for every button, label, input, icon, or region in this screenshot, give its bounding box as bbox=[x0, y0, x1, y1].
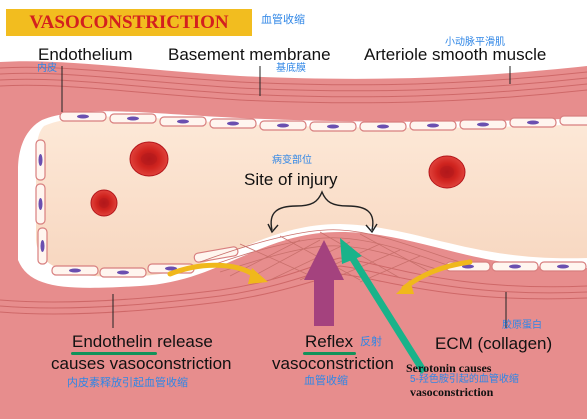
title-banner: VASOCONSTRICTION bbox=[6, 9, 252, 36]
label-endothelin-line1: Endothelin release bbox=[72, 333, 213, 350]
title-cn: 血管收缩 bbox=[261, 14, 305, 26]
label-reflex-line2: vasoconstriction bbox=[272, 354, 394, 373]
vessel-wall-bottom bbox=[0, 232, 587, 419]
endothelin-underline bbox=[71, 352, 157, 355]
smooth-muscle-top bbox=[0, 66, 587, 104]
endothelin-arrowhead-right bbox=[396, 280, 414, 294]
endothelin-arrow-left bbox=[167, 262, 259, 279]
label-arteriole-cn: 小动脉平滑肌 bbox=[445, 37, 505, 48]
label-endothelium: Endothelium bbox=[38, 45, 133, 64]
label-endothelin-cn: 内皮素释放引起血管收缩 bbox=[67, 377, 188, 389]
label-reflex: Reflex bbox=[305, 332, 354, 351]
label-ecm: ECM (collagen) bbox=[435, 334, 553, 353]
endothelin-arrowhead-left bbox=[248, 268, 268, 284]
label-reflex-cn: 反射 bbox=[360, 336, 382, 348]
label-serotonin-cn: 5-羟色胺引起的血管收缩 bbox=[410, 374, 519, 385]
label-endothelin-word: Endothelin bbox=[72, 332, 153, 351]
title-text: VASOCONSTRICTION bbox=[29, 12, 229, 33]
label-reflex-line2-cn: 血管收缩 bbox=[304, 375, 348, 387]
serotonin-arrow bbox=[347, 252, 427, 374]
brace-arrowhead-left bbox=[267, 223, 279, 234]
label-site-of-injury-cn: 病变部位 bbox=[272, 155, 312, 166]
label-basement-membrane-cn: 基底膜 bbox=[276, 63, 306, 74]
reflex-arrow bbox=[304, 240, 344, 326]
label-basement-membrane: Basement membrane bbox=[168, 45, 331, 64]
label-endothelin-rest: release bbox=[152, 332, 213, 351]
label-arteriole-smooth-muscle: Arteriole smooth muscle bbox=[364, 45, 547, 64]
label-serotonin-line1: Serotonin causes bbox=[406, 361, 492, 375]
label-endothelin-line2: causes vasoconstriction bbox=[51, 354, 232, 373]
reflex-underline bbox=[303, 352, 356, 355]
vessel-wall-top bbox=[0, 61, 587, 296]
label-site-of-injury: Site of injury bbox=[244, 170, 338, 189]
label-serotonin-line2: vasoconstriction bbox=[410, 385, 494, 399]
brace-arrowhead-right bbox=[365, 223, 378, 234]
label-ecm-cn: 胶原蛋白 bbox=[502, 320, 542, 331]
endothelial-nuclei-top bbox=[77, 114, 539, 129]
label-endothelium-cn: 内皮 bbox=[37, 63, 57, 74]
endothelial-nuclei-left bbox=[38, 154, 45, 252]
collagen-fibers bbox=[199, 229, 461, 283]
endothelial-nuclei-bottom bbox=[69, 264, 569, 275]
serotonin-arrowhead bbox=[340, 238, 362, 264]
leader-lines bbox=[61, 66, 511, 328]
injury-brace bbox=[270, 190, 374, 231]
red-blood-cells bbox=[90, 141, 466, 217]
